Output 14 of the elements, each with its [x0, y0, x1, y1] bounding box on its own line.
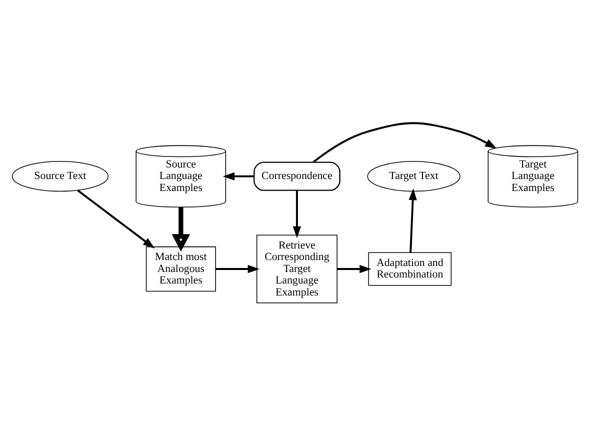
arrow	[337, 264, 372, 273]
node-box: Retrieve Corresponding Target Language Examples	[256, 234, 338, 303]
node-ellipse: Source Text	[12, 160, 108, 192]
arrow	[312, 122, 497, 162]
node-box: Adaptation and Recombination	[368, 252, 452, 286]
arrow	[222, 172, 254, 180]
arrow	[216, 264, 260, 273]
arrow	[408, 188, 417, 252]
node-box: Match most Analogous Examples	[146, 246, 216, 292]
node-ellipse: Target Text	[367, 160, 460, 192]
arrow	[292, 190, 302, 238]
arrow	[77, 189, 155, 248]
node-box: Correspondence	[254, 161, 340, 190]
arrow	[172, 206, 190, 252]
